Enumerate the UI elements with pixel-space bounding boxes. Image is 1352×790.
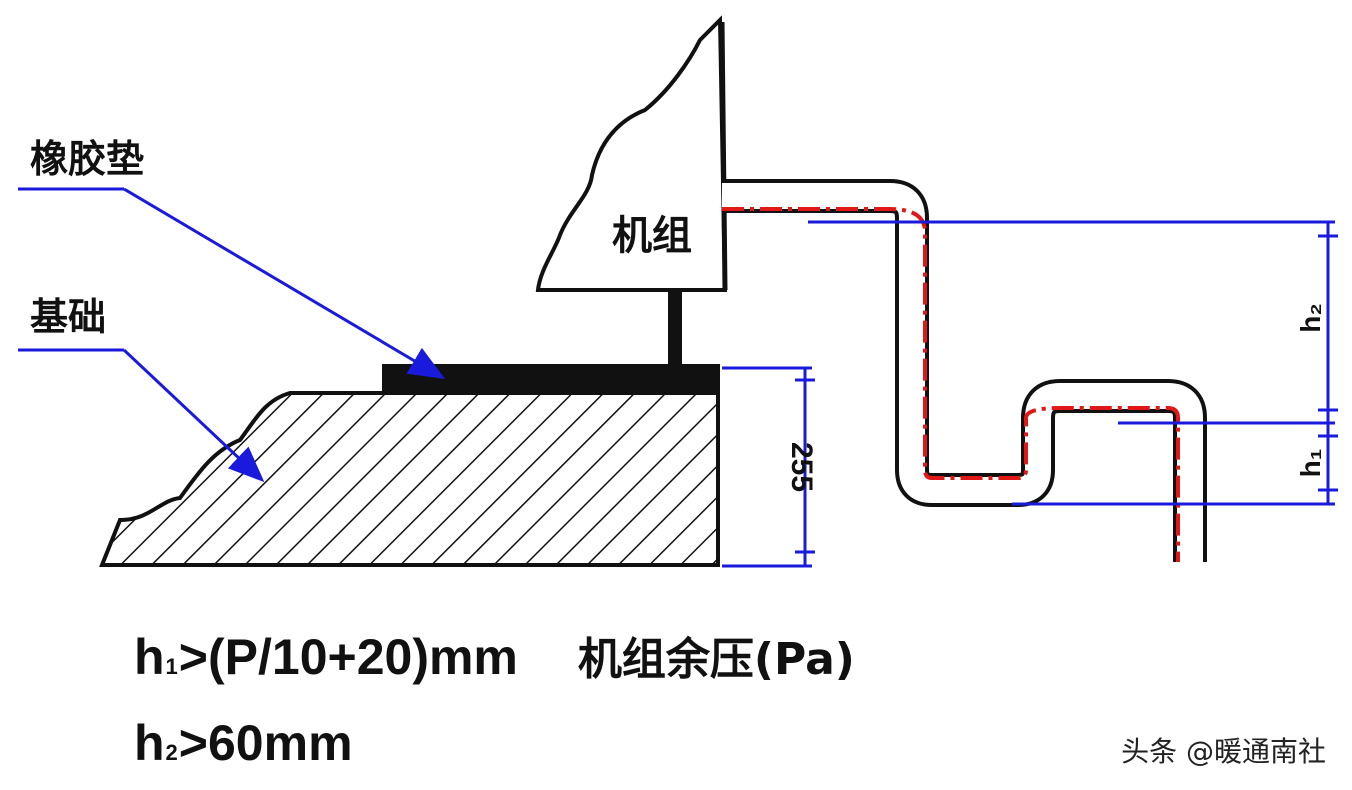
pipe-centerline: [722, 207, 1180, 562]
h2-label: h₂: [1295, 303, 1326, 333]
unit-support: [668, 290, 682, 366]
formula-h2-h: h: [134, 715, 165, 771]
unit-label: 机组: [612, 213, 692, 259]
watermark: 头条 @暖通南社: [1121, 735, 1326, 768]
formula-h2-sub: 2: [165, 740, 178, 765]
foundation-dimension: [722, 366, 815, 568]
rubber-pad: [382, 364, 720, 392]
foundation-label: 基础: [30, 295, 106, 339]
formula-h1-note: 机组余压(Pa): [577, 634, 855, 685]
rubber-pad-leader: [18, 187, 446, 380]
formula-h2-rest: >60mm: [178, 715, 353, 771]
foundation-block: [99, 391, 720, 567]
formula-h1-h: h: [134, 629, 165, 685]
dimension-lines-h: [808, 220, 1338, 506]
formula-h1: h1>(P/10+20)mm 机组余压(Pa): [134, 632, 855, 682]
rubber-pad-label: 橡胶垫: [30, 137, 144, 181]
foundation-leader: [18, 348, 265, 483]
formula-h1-sub: 1: [165, 654, 178, 679]
formula-h1-rest: >(P/10+20)mm: [178, 629, 518, 685]
formula-h2: h2>60mm: [134, 718, 353, 768]
h1-label: h₁: [1295, 449, 1326, 478]
foundation-height-label: 255: [785, 442, 818, 492]
drain-pipe: [722, 179, 1207, 562]
unit-body: [535, 15, 728, 292]
